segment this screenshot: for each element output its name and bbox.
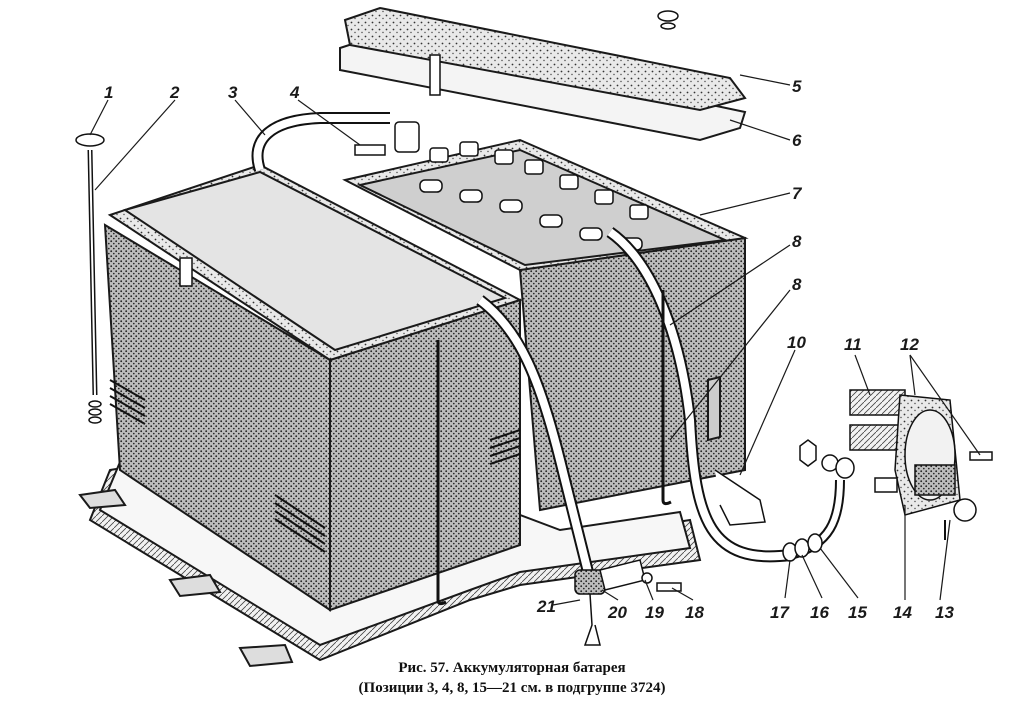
callout-6: 6 [792,131,802,150]
callout-21: 21 [536,597,556,616]
callout-17: 17 [770,603,790,622]
callout-8b: 8 [792,275,802,294]
leader-lines [89,74,981,606]
callout-11: 11 [844,335,862,354]
battery-terminals [419,141,649,251]
callout-16: 16 [810,603,829,622]
figure-caption-note: (Позиции 3, 4, 8, 15—21 см. в подгруппе … [358,680,666,696]
callout-4: 4 [289,83,300,102]
callout-numbers: 1 2 3 4 5 6 7 8 8 10 11 12 17 16 15 14 1… [104,77,954,622]
hold-down-hook-rear [661,290,672,506]
callout-2: 2 [169,83,180,102]
side-ribs [109,379,521,553]
callout-14: 14 [893,603,912,622]
callout-7: 7 [792,184,803,203]
lid-latch [179,257,193,287]
callout-20: 20 [607,603,627,622]
front-battery [103,163,523,612]
switch-washers [799,439,855,479]
callout-10: 10 [787,333,806,352]
callout-12: 12 [900,335,919,354]
hold-down-hook [436,340,447,606]
callout-3: 3 [228,83,238,102]
cable-sleeves [782,533,823,562]
figure-caption-title: Рис. 57. Аккумуляторная батарея [398,660,626,676]
callout-15: 15 [848,603,867,622]
wing-nut-icon [657,10,679,30]
terminal-bolt [354,121,420,156]
callout-18: 18 [685,603,704,622]
ground-clamp [574,559,682,646]
callout-13: 13 [935,603,954,622]
battery-switch [849,389,993,540]
callout-1: 1 [104,83,113,102]
cable-bracket [714,469,766,526]
callout-8a: 8 [792,232,802,251]
callout-5: 5 [792,77,802,96]
callout-19: 19 [645,603,664,622]
battery-cover [339,6,747,142]
hold-down-rod [75,133,105,424]
